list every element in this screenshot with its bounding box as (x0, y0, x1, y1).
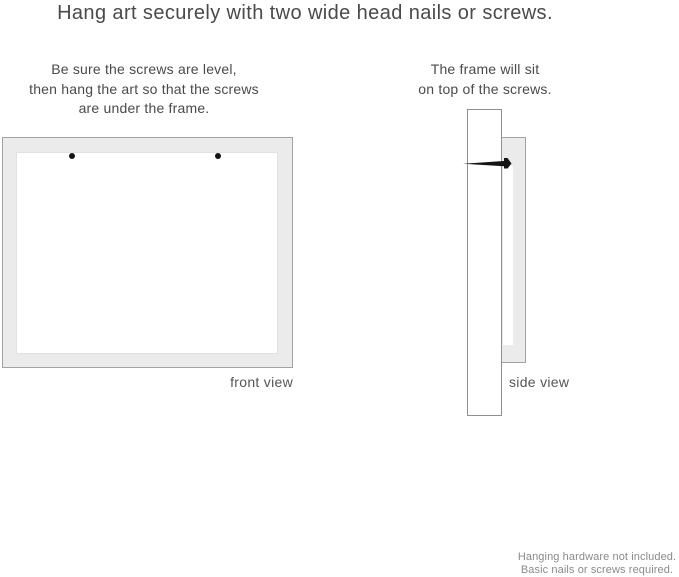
footer-note: Hanging hardware not included. Basic nai… (517, 551, 677, 576)
front-view-frame (2, 137, 293, 368)
screw-head-dot-left (69, 153, 75, 159)
screw-head-dot-right (215, 153, 221, 159)
front-instruction-text: Be sure the screws are level, then hang … (29, 61, 259, 116)
side-instruction-text: The frame will sit on top of the screws. (418, 61, 552, 97)
page-title: Hang art securely with two wide head nai… (57, 2, 553, 24)
nail-side-icon (463, 158, 512, 169)
front-view-matte (16, 152, 278, 354)
side-view-label: side view (509, 374, 570, 390)
side-view-wall (467, 109, 502, 416)
side-view-art-strip (503, 166, 513, 345)
front-view-label: front view (230, 374, 293, 390)
